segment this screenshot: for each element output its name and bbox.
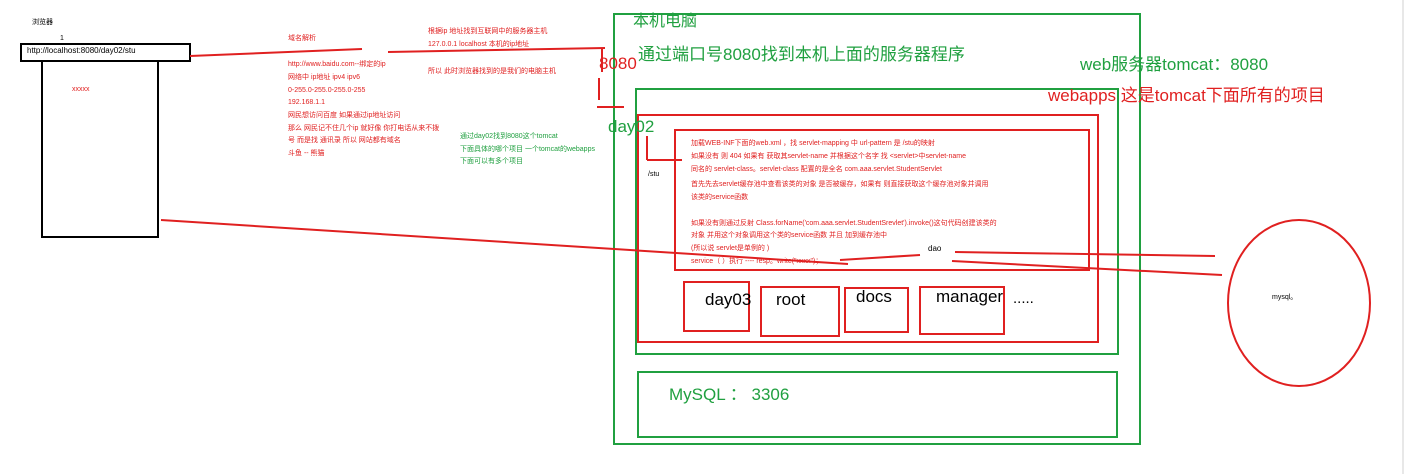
browser-window <box>41 60 159 238</box>
lookup-note: 所以 此时浏览器找到的是我们的电脑主机 <box>428 68 556 75</box>
mysql-box-label: MySQL ： 3306 <box>669 385 790 404</box>
servlet-line: 如果没有 则 404 如果有 获取其servlet-name 并根据这个名字 找… <box>691 153 967 160</box>
project-root-label: root <box>776 290 806 309</box>
dns-line: 192.168.1.1 <box>288 99 325 106</box>
servlet-line: 对象 并用这个对象调用这个类的service函数 并且 加到缓存池中 <box>691 232 888 239</box>
project-box-manager <box>919 286 1005 335</box>
tomcat-box <box>635 88 1119 355</box>
browser-title: 浏览器 <box>32 19 53 26</box>
computer-box <box>613 13 1141 445</box>
day02-path: /stu <box>648 171 660 178</box>
servlet-line: 该类的service函数 <box>691 194 749 201</box>
project-docs-label: docs <box>856 287 892 306</box>
dao-to-mysql-line <box>954 251 1216 257</box>
webapps-label: webapps 这是tomcat下面所有的项目 <box>1048 86 1325 105</box>
dns-line: 号 而是找 通讯录 所以 网站都有域名 <box>288 137 401 144</box>
dao-right-line <box>951 260 1223 276</box>
response-line <box>160 219 849 265</box>
servlet-line: 同名的 servlet-class。servlet-class 配置的是全名 c… <box>691 166 942 173</box>
project-note-line: 通过day02找到8080这个tomcat <box>460 133 558 140</box>
computer-title: 本机电脑 <box>633 13 698 30</box>
mysql-circle <box>1227 219 1371 387</box>
day02-box <box>637 114 1099 343</box>
projects-ellipsis: ..... <box>1013 290 1034 307</box>
dns-line: 那么 网民记不住几个ip 就好像 你打电话从来不拨 <box>288 125 440 132</box>
dns-line: 斗鱼 -- 熊猫 <box>288 150 325 157</box>
servlet-line: (所以说 servlet是单例的 ) <box>691 245 770 252</box>
browser-content: xxxxx <box>72 86 90 93</box>
browser-tab-number: 1 <box>60 35 64 42</box>
servlet-line: 如果没有则通过反射 Class.forName('com.aaa.servlet… <box>691 220 997 227</box>
right-edge <box>1402 0 1404 474</box>
project-box-root <box>760 286 840 337</box>
project-box-docs <box>844 287 909 333</box>
project-manager-label: manager <box>936 287 1004 306</box>
mysql-box <box>637 371 1118 438</box>
lookup-line: 127.0.0.1 localhost 本机的ip地址 <box>428 41 530 48</box>
dns-line: 网民想访问百度 如果通过ip地址访问 <box>288 112 401 119</box>
servlet-line: 加载WEB-INF下面的web.xml ，找 servlet-mapping 中… <box>691 140 935 147</box>
dns-heading: 域名解析 <box>288 35 316 42</box>
browser-url: http://localhost:8080/day02/stu <box>27 46 136 55</box>
mysql-circle-label: mysql。 <box>1272 294 1298 301</box>
dns-line: 0-255.0-255.0-255.0-255 <box>288 87 366 94</box>
url-to-dns-line <box>189 48 363 57</box>
servlet-line: service（ ）执行 ---- resp。write("xxxx")； <box>691 258 823 265</box>
servlet-process-box <box>674 129 1090 271</box>
dns-to-computer-line <box>387 47 606 53</box>
dns-line: http://www.baidu.com--绑定的ip <box>288 61 386 68</box>
project-box-day03 <box>683 281 750 332</box>
dao-left-line <box>839 254 921 261</box>
dao-label: dao <box>928 244 942 253</box>
lookup-line: 根据ip 地址找到互联网中的服务器主机 <box>428 28 548 35</box>
dns-line: 网络中 ip地址 ipv4 ipv6 <box>288 74 360 81</box>
computer-subtitle: 通过端口号8080找到本机上面的服务器程序 <box>638 45 965 64</box>
project-note-line: 下面可以有多个项目 <box>460 158 523 165</box>
day02-label: day02 <box>608 117 655 136</box>
project-note-line: 下面具体的哪个项目 一个tomcat的webapps <box>460 146 595 153</box>
port-label: 8080 <box>599 54 637 73</box>
servlet-line: 首先先去servlet缓存池中查看该类的对象 是否被缓存，如果有 则直接获取这个… <box>691 181 989 188</box>
project-day03-label: day03 <box>705 290 752 309</box>
tomcat-label: web服务器tomcat：8080 <box>1080 55 1269 74</box>
